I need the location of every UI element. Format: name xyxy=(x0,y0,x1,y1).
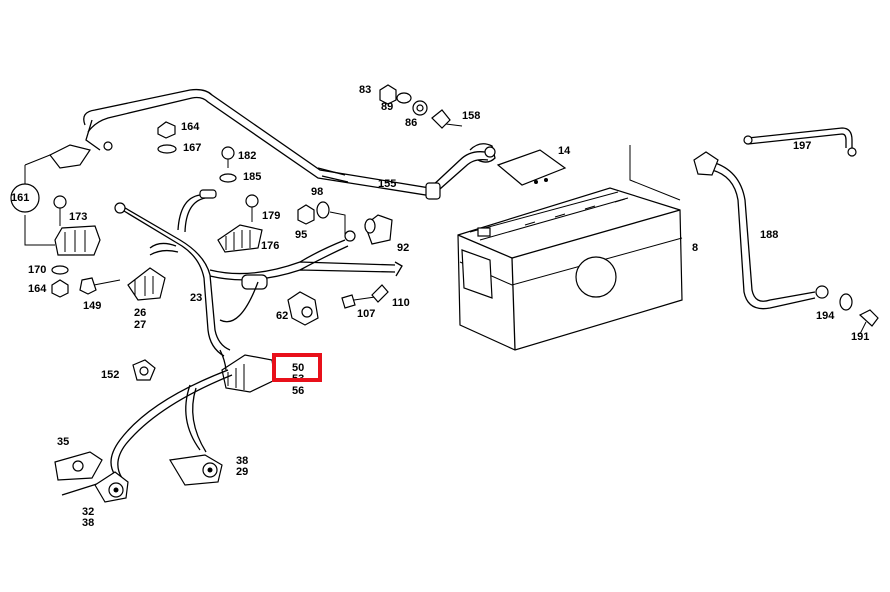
label-155: 155 xyxy=(378,178,397,190)
label-26: 26 xyxy=(134,307,147,319)
sensor-32-38 xyxy=(94,471,129,503)
nuts-170-164 xyxy=(51,265,69,298)
label-179: 179 xyxy=(262,210,281,222)
harness-top xyxy=(83,88,496,200)
bracket-161 xyxy=(10,144,91,246)
label-164-top: 164 xyxy=(181,121,200,133)
bracket-14 xyxy=(496,149,567,186)
parts-62-107-110 xyxy=(287,284,389,326)
terminal-173 xyxy=(53,195,101,256)
label-167: 167 xyxy=(183,142,202,154)
label-50: 50 xyxy=(292,362,305,374)
harness-center xyxy=(114,189,403,357)
label-161: 161 xyxy=(11,192,30,204)
label-164-left: 164 xyxy=(28,283,47,295)
label-188: 188 xyxy=(760,229,779,241)
label-92: 92 xyxy=(397,242,410,254)
label-185: 185 xyxy=(243,171,262,183)
label-194: 194 xyxy=(816,310,835,322)
label-8: 8 xyxy=(692,242,699,254)
label-56: 56 xyxy=(292,385,305,397)
connector-block xyxy=(219,349,276,393)
label-83: 83 xyxy=(359,84,372,96)
highlight-box xyxy=(272,353,322,382)
nut-152 xyxy=(132,359,156,381)
label-191: 191 xyxy=(851,331,870,343)
label-14: 14 xyxy=(558,145,571,157)
label-23: 23 xyxy=(190,292,203,304)
label-158: 158 xyxy=(462,110,481,122)
label-62: 62 xyxy=(276,310,289,322)
label-86: 86 xyxy=(405,117,418,129)
label-38-left: 38 xyxy=(82,517,95,529)
label-149: 149 xyxy=(83,300,102,312)
label-27: 27 xyxy=(134,319,147,331)
relay-26-27 xyxy=(127,267,166,301)
label-32: 32 xyxy=(82,506,95,518)
label-152: 152 xyxy=(101,369,120,381)
label-176: 176 xyxy=(261,240,280,252)
battery-8 xyxy=(457,145,683,351)
parts-98-95-92 xyxy=(297,201,393,245)
sensor-38-29 xyxy=(169,454,223,486)
bolt-149 xyxy=(79,277,121,295)
harness-lower xyxy=(110,369,233,479)
label-107: 107 xyxy=(357,308,376,320)
label-29: 29 xyxy=(236,466,249,478)
label-95: 95 xyxy=(295,229,308,241)
label-38-right: 38 xyxy=(236,455,249,467)
label-98: 98 xyxy=(311,186,324,198)
label-173: 173 xyxy=(69,211,88,223)
label-182: 182 xyxy=(238,150,257,162)
sensor-35 xyxy=(54,451,103,496)
label-197: 197 xyxy=(793,140,812,152)
small-parts-top xyxy=(157,121,263,253)
fasteners-top xyxy=(379,84,463,129)
label-89: 89 xyxy=(381,101,394,113)
label-35: 35 xyxy=(57,436,70,448)
label-110: 110 xyxy=(392,297,410,309)
label-170: 170 xyxy=(28,264,47,276)
cable-197-188 xyxy=(693,127,879,335)
